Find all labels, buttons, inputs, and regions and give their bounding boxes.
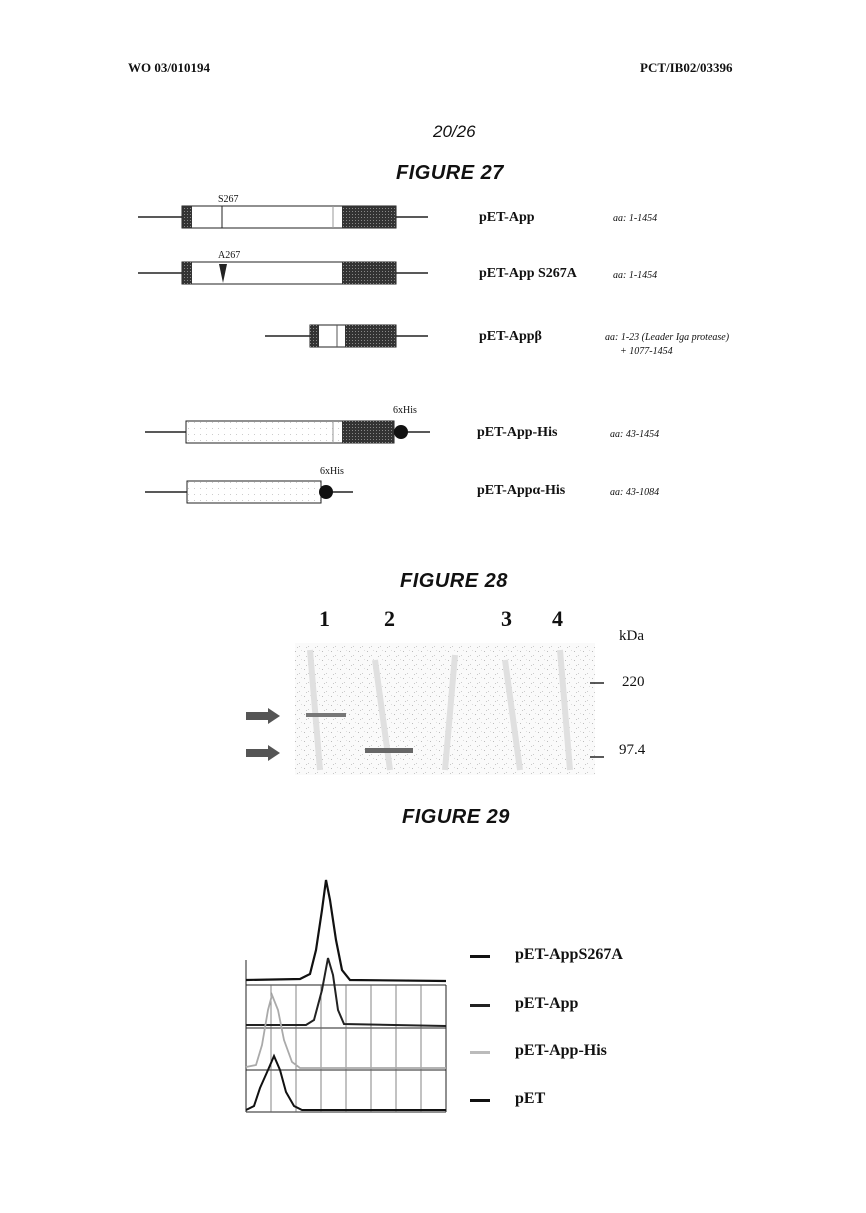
gel-band — [365, 748, 413, 753]
construct-name: pET-App — [479, 210, 535, 226]
his-tag-label: 6xHis — [320, 466, 344, 477]
legend-swatch — [470, 1004, 490, 1007]
flow-histogram — [240, 870, 455, 1120]
construct-name: pET-App-His — [477, 425, 557, 441]
marker-97-4: 97.4 — [619, 742, 645, 759]
site-label-a267: A267 — [218, 250, 240, 261]
construct-name: pET-Appβ — [479, 329, 542, 345]
band-arrow — [246, 745, 280, 761]
leader-segment — [182, 206, 192, 228]
construct-name: pET-Appα-His — [477, 483, 565, 499]
construct-row-app-alpha-his — [145, 481, 353, 503]
aa-range: aa: 43-1084 — [610, 486, 659, 499]
lane-label: 1 — [319, 606, 330, 632]
legend-label: pET-AppS267A — [515, 946, 623, 964]
construct-row-app — [138, 206, 428, 228]
lane-label: 4 — [552, 606, 563, 632]
legend-swatch — [470, 1099, 490, 1102]
figure-29-title: FIGURE 29 — [402, 806, 510, 829]
lane-label: 3 — [501, 606, 512, 632]
site-label-s267: S267 — [218, 194, 239, 205]
construct-diagram — [0, 0, 866, 540]
beta-domain — [342, 206, 396, 228]
aa-range-continued: + 1077-1454 — [620, 345, 673, 358]
series-app-s267a — [246, 880, 446, 981]
construct-name: pET-App S267A — [479, 266, 577, 282]
gel-image — [240, 640, 660, 785]
band-arrow — [246, 708, 280, 724]
aa-range: aa: 1-1454 — [613, 212, 657, 225]
his-tag-label: 6xHis — [393, 405, 417, 416]
legend-swatch — [470, 955, 490, 958]
lane-label: 2 — [384, 606, 395, 632]
legend-label: pET-App-His — [515, 1042, 607, 1060]
construct-row-app-beta — [265, 325, 428, 347]
legend-label: pET — [515, 1090, 545, 1108]
aa-range: aa: 1-23 (Leader Iga protease) — [605, 331, 729, 344]
figure-28-title: FIGURE 28 — [400, 570, 508, 593]
marker-220: 220 — [622, 674, 645, 691]
aa-range: aa: 1-1454 — [613, 269, 657, 282]
his-tag-dot — [394, 425, 408, 439]
construct-row-app-s267a — [138, 262, 428, 284]
aa-range: aa: 43-1454 — [610, 428, 659, 441]
his-tag-dot — [319, 485, 333, 499]
legend-label: pET-App — [515, 995, 578, 1013]
construct-row-app-his — [145, 421, 430, 443]
legend-swatch — [470, 1051, 490, 1054]
gel-band — [306, 713, 346, 717]
